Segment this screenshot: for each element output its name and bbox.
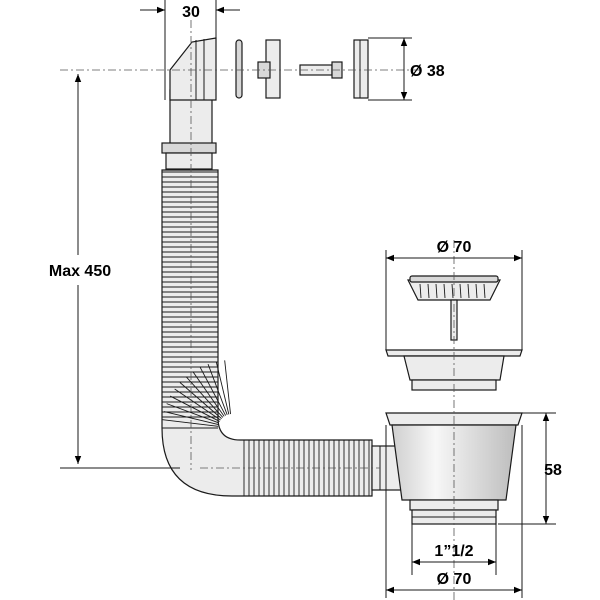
dim-body-diameter: Ø 70 <box>437 571 472 588</box>
overflow-head <box>169 37 217 101</box>
dim-overflow-offset: 30 <box>182 4 200 21</box>
flexible-hose <box>161 169 403 497</box>
overflow-assembly <box>161 37 369 170</box>
overflow-gasket <box>235 39 243 99</box>
overflow-cover <box>353 39 369 99</box>
dim-outlet-thread: 1”1/2 <box>434 543 473 560</box>
overflow-collar-top <box>161 142 217 154</box>
overflow-collar <box>165 152 213 170</box>
dim-strainer-diameter: Ø 70 <box>437 239 472 256</box>
dim-max-length: Max 450 <box>49 263 111 280</box>
hose-ribs <box>162 171 370 496</box>
dim-overflow-diameter: Ø 38 <box>410 63 445 80</box>
dim-body-height: 58 <box>544 462 562 479</box>
